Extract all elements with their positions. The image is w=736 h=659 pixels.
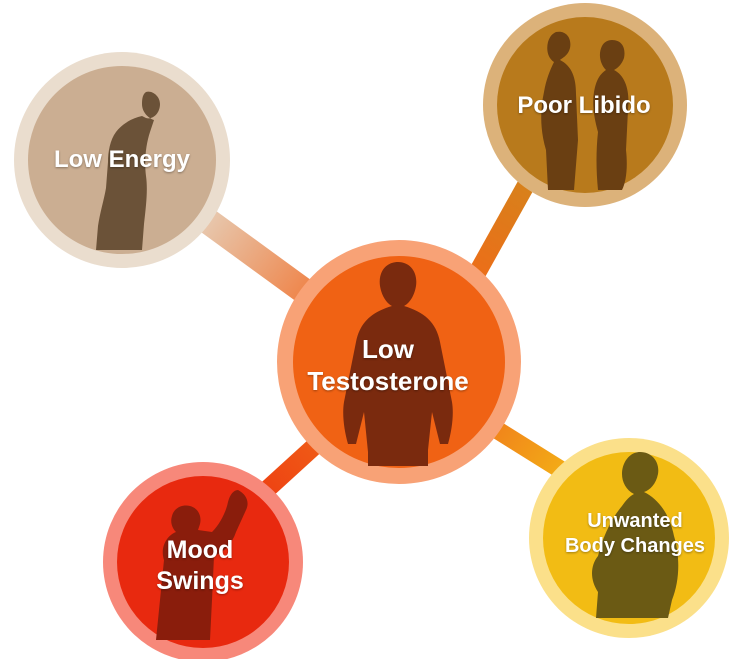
center-label-line1: Low (362, 333, 414, 364)
low-energy-label: Low Energy (22, 138, 222, 182)
man-standing-silhouette-icon (343, 262, 453, 466)
body-changes-label-line1: Unwanted (587, 510, 683, 532)
mood-swings-label: Mood Swings (100, 528, 300, 604)
low-energy-label-text: Low Energy (53, 146, 191, 173)
node-body-changes (529, 438, 729, 638)
node-poor-libido (483, 3, 687, 207)
body-changes-label-line2: Body Changes (564, 535, 706, 557)
poor-libido-label-text: Poor Libido (517, 92, 651, 119)
node-mood-swings (103, 462, 303, 659)
shouting-man-silhouette-icon (156, 490, 248, 640)
node-low-energy (14, 52, 230, 268)
overweight-man-silhouette-icon (592, 452, 679, 618)
mood-swings-label-line1: Mood (166, 535, 234, 564)
center-label-line2: Testosterone (307, 366, 469, 396)
center-label: Low Testosterone (268, 320, 508, 410)
couple-back-to-back-silhouette-icon (541, 31, 629, 190)
poor-libido-label: Poor Libido (484, 84, 684, 128)
node-low-testosterone (277, 240, 521, 484)
mood-swings-label-line2: Swings (156, 567, 244, 595)
body-changes-label: Unwanted Body Changes (540, 502, 730, 566)
slouching-man-silhouette-icon (96, 91, 160, 251)
